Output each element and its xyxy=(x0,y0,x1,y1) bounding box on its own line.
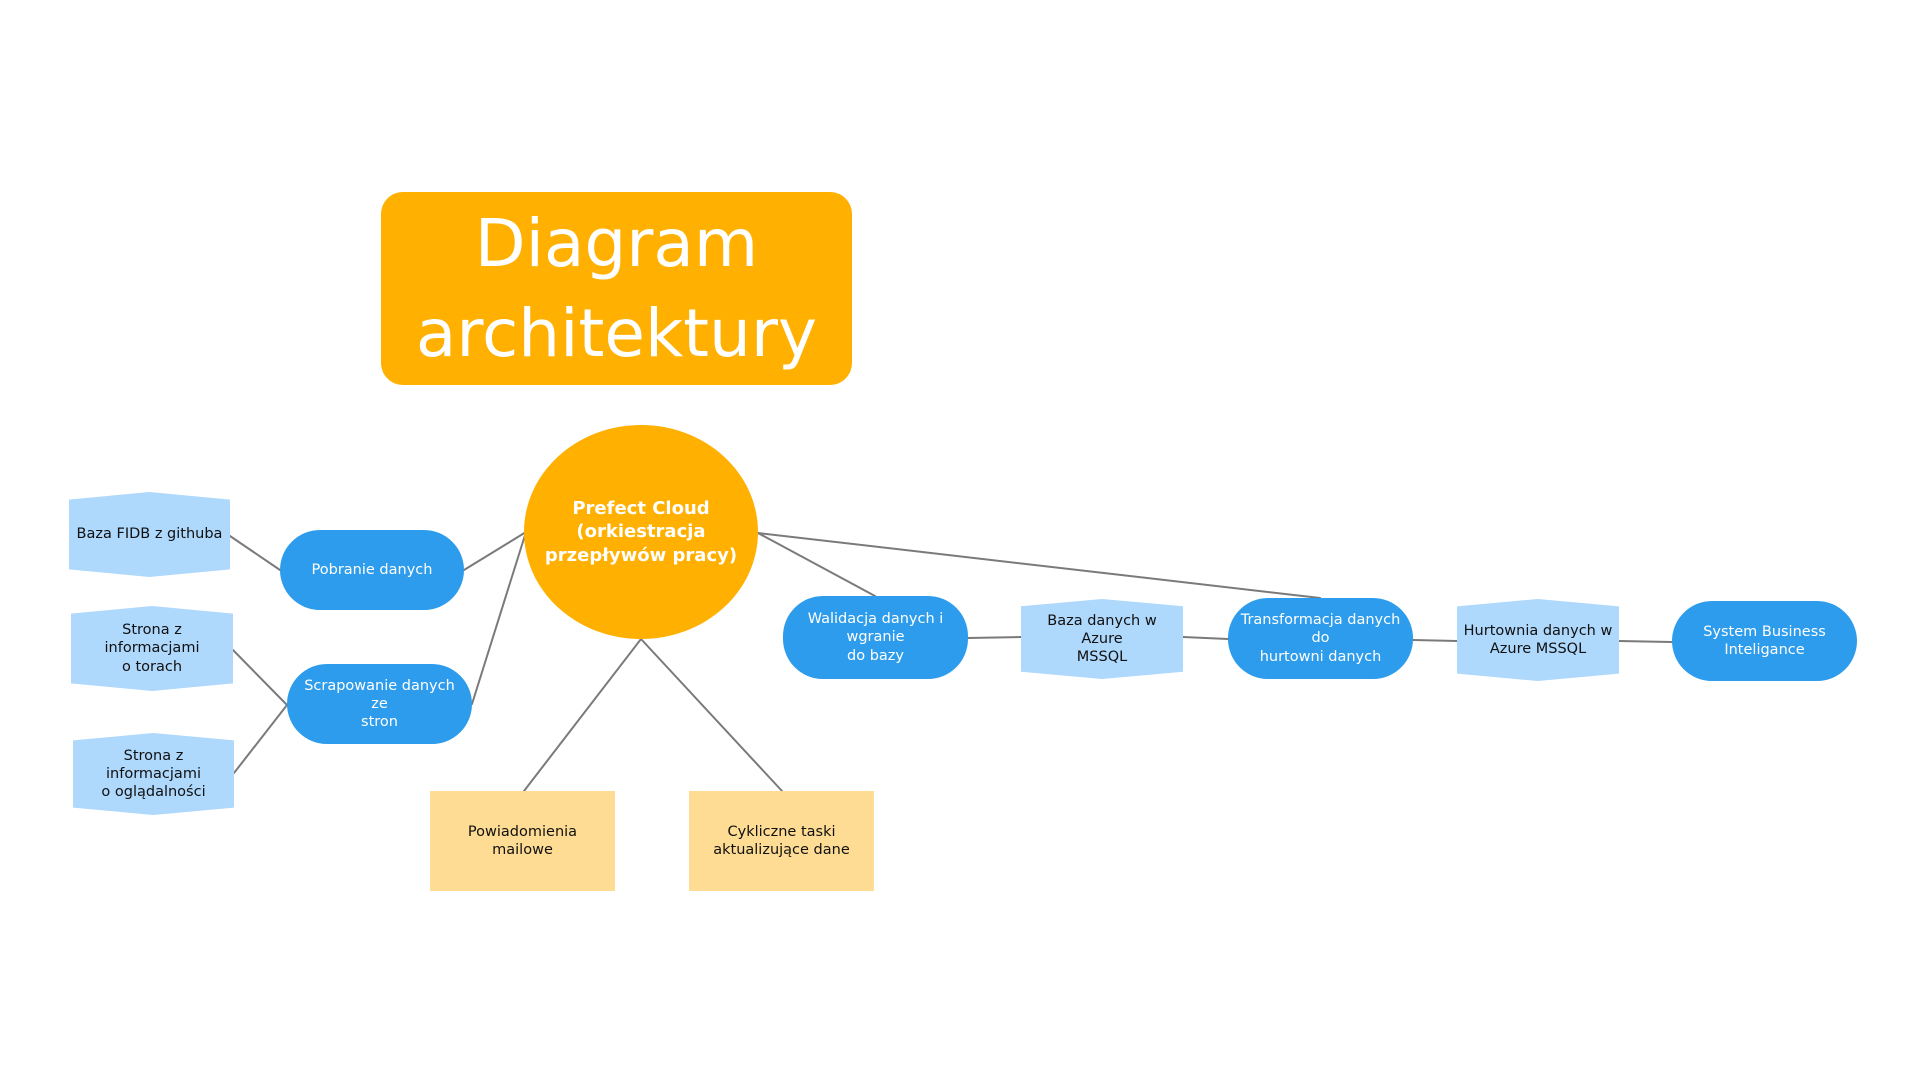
connector-fidb-pobranie xyxy=(229,535,281,571)
note-cykliczne-taski: Cykliczne taski aktualizujące dane xyxy=(689,791,874,891)
process-scrap-line-2: stron xyxy=(361,714,398,731)
connector-walidacja-baza xyxy=(967,636,1022,639)
note-cykliczne-line-2: aktualizujące dane xyxy=(713,842,850,858)
data-store-strona-tory: Strona z informacjami o torach xyxy=(71,606,233,691)
connector-hub-cykliczne xyxy=(640,638,783,792)
process-scrap-line-1: Scrapowanie danych ze xyxy=(304,677,455,712)
process-transform-line-2: hurtowni danych xyxy=(1259,648,1382,665)
connector-pobranie-hub xyxy=(463,531,527,571)
note-cykliczne-line-1: Cykliczne taski xyxy=(727,823,836,840)
hub-line-3: przepływów pracy) xyxy=(544,544,738,566)
data-store-strona1-line-1: Strona z informacjami xyxy=(104,622,200,657)
hub-line-2: (orkiestracja xyxy=(576,521,706,543)
data-store-fidb-label: Baza FIDB z githuba xyxy=(76,526,223,543)
connector-baza-transform xyxy=(1182,636,1229,640)
connector-hurtownia-bi xyxy=(1618,640,1673,643)
process-transformacja: Transformacja danych do hurtowni danych xyxy=(1228,598,1413,679)
title-line-1: Diagram xyxy=(474,204,759,282)
process-pobranie-label: Pobranie danych xyxy=(311,561,433,578)
data-store-strona-ogladalnosc: Strona z informacjami o oglądalności xyxy=(73,733,234,815)
process-walidacja-line-2: do bazy xyxy=(847,647,904,664)
connector-hub-walidacja xyxy=(757,532,876,597)
note-powiadomienia-mailowe: Powiadomienia mailowe xyxy=(430,791,615,891)
process-walidacja: Walidacja danych i wgranie do bazy xyxy=(783,596,968,679)
data-store-hurtownia-line-1: Hurtownia danych w xyxy=(1463,622,1613,639)
process-scrapowanie: Scrapowanie danych ze stron xyxy=(287,664,472,744)
note-mail-label: Powiadomienia mailowe xyxy=(467,823,578,858)
process-bi-line-2: Inteligance xyxy=(1724,642,1805,658)
connector-strona1-scrap xyxy=(232,649,288,706)
process-walidacja-line-1: Walidacja danych i wgranie xyxy=(807,611,944,646)
connector-strona2-scrap xyxy=(233,704,288,774)
connector-scrap-hub xyxy=(471,531,527,705)
data-store-baza-azure: Baza danych w Azure MSSQL xyxy=(1021,599,1183,679)
title-line-2: architektury xyxy=(415,294,818,372)
data-store-hurtownia-line-2: Azure MSSQL xyxy=(1489,641,1587,657)
data-store-baza-line-2: MSSQL xyxy=(1076,649,1128,666)
process-pobranie-danych: Pobranie danych xyxy=(280,530,464,610)
hub-line-1: Prefect Cloud xyxy=(572,497,710,519)
connector-transform-hurtownia xyxy=(1412,639,1458,642)
diagram-title: Diagram architektury xyxy=(381,192,852,385)
data-store-fidb: Baza FIDB z githuba xyxy=(69,492,230,577)
data-store-hurtownia-azure: Hurtownia danych w Azure MSSQL xyxy=(1457,599,1619,681)
connector-hub-transform xyxy=(757,532,1321,599)
hub-prefect-cloud: Prefect Cloud (orkiestracja przepływów p… xyxy=(524,425,758,639)
data-store-baza-line-1: Baza danych w Azure xyxy=(1047,612,1157,647)
connector-hub-mail xyxy=(523,638,642,792)
data-store-strona1-line-2: o torach xyxy=(121,658,183,675)
data-store-strona2-line-1: Strona z informacjami xyxy=(106,747,201,782)
process-bi-line-1: System Business xyxy=(1703,623,1826,640)
process-transform-line-1: Transformacja danych do xyxy=(1240,612,1401,647)
process-system-bi: System Business Inteligance xyxy=(1672,601,1857,681)
data-store-strona2-line-2: o oglądalności xyxy=(101,784,206,801)
